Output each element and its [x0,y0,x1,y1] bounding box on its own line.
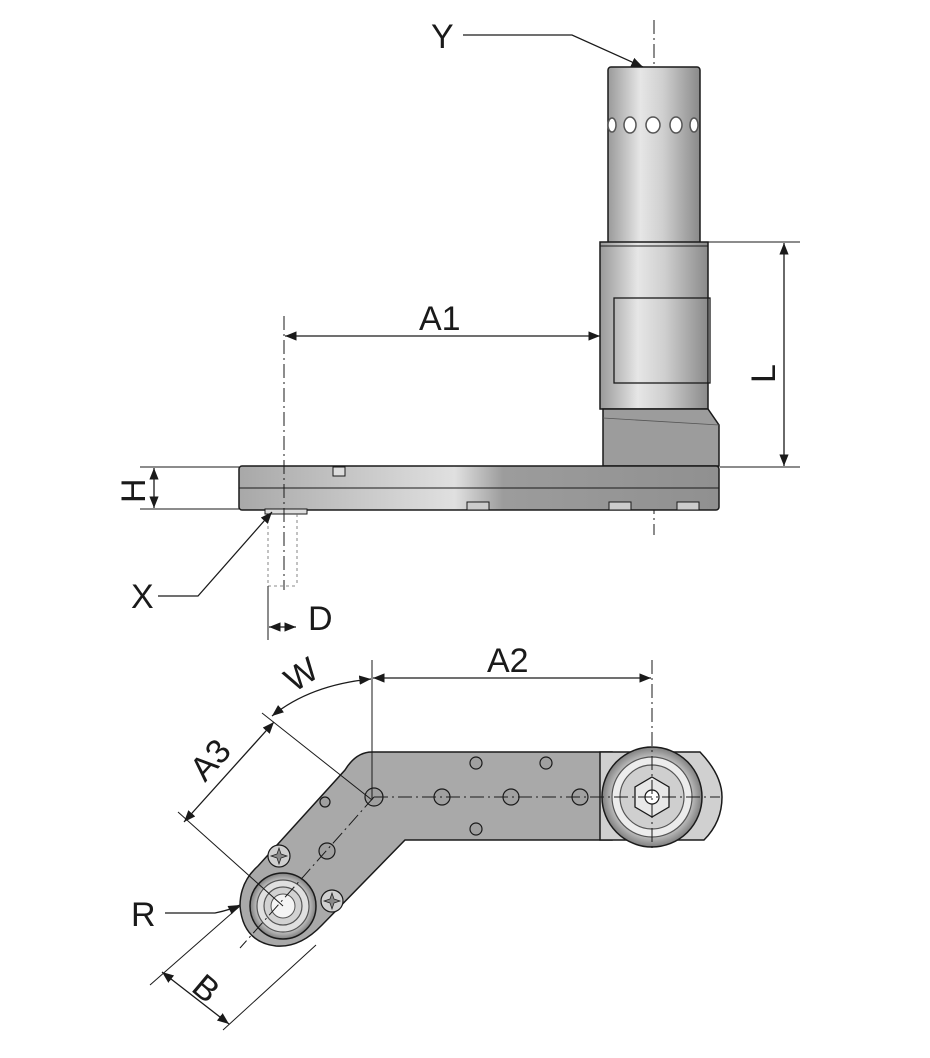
housing-window [613,297,711,384]
label-h: H [115,478,153,503]
housing-block [599,241,709,410]
bottom-stud [676,501,700,511]
leader-x [158,511,273,597]
label-l: L [745,364,783,383]
torx-screw-icon [320,889,344,913]
hex-base [602,408,720,467]
side-view: A1 L H D X Y [115,18,800,640]
label-a2: A2 [487,642,529,680]
contact-point [264,508,308,515]
arm-angled-centerline [239,796,375,949]
upper-cylinder [607,66,701,245]
dim-b-line [161,971,230,1025]
label-r: R [131,896,156,934]
label-d: D [308,600,333,638]
bottom-stud [466,501,490,511]
label-x: X [131,578,154,616]
label-a3: A3 [183,732,239,788]
label-w: W [278,650,326,699]
dim-a3-line [183,721,275,823]
leader-r [165,904,241,915]
label-a1: A1 [419,300,461,338]
top-view: A2 W A3 B R [131,642,723,1031]
label-b: B [185,967,227,1011]
torx-screw-icon [267,844,291,868]
cylinder-holes [607,116,699,134]
label-y: Y [431,18,454,56]
leader-y [463,34,644,68]
dim-w-arc [271,675,372,717]
bottom-stud [608,501,632,511]
plate-pin [332,466,346,477]
